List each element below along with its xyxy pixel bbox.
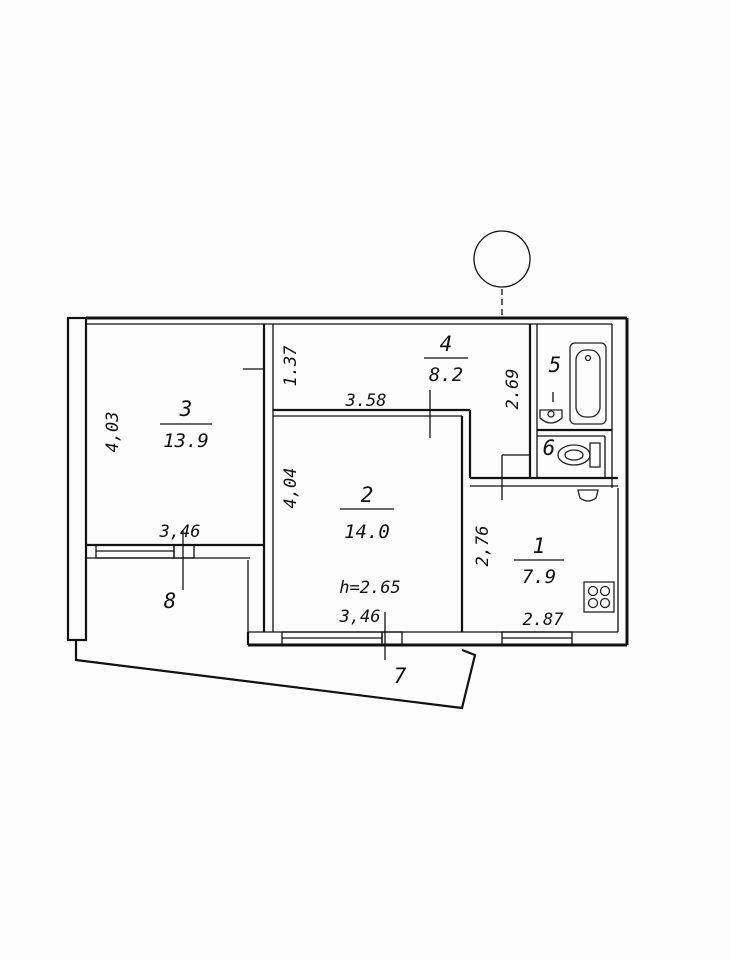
toilet-icon [557, 442, 601, 468]
dim-room3-width: 3,46 [159, 522, 201, 542]
room-8-number: 8 [164, 589, 177, 613]
ceiling-height: h=2.65 [339, 578, 400, 598]
dimension-labels: 4,03 3,46 1.37 3.58 2.69 4,04 3,46 2,76 … [103, 345, 564, 630]
dim-room3-height: 4,03 [103, 412, 123, 453]
bathtub-icon [569, 342, 607, 425]
room-3-number: 3 [179, 397, 193, 421]
interior-walls [86, 324, 618, 632]
dim-kitchen-height: 2,76 [473, 526, 493, 567]
room-labels: 3 13.9 4 8.2 2 14.0 1 7.9 5 6 7 8 h=2.65 [160, 332, 564, 688]
room-2-area: 14.0 [344, 521, 390, 543]
room-3-area: 13.9 [163, 430, 209, 452]
dim-room2-width: 3,46 [339, 607, 381, 627]
dim-hall-height: 2.69 [503, 369, 523, 410]
room-1-area: 7.9 [522, 566, 556, 588]
stove-icon [583, 581, 615, 613]
room-5-number: 5 [549, 353, 562, 377]
room-2-number: 2 [361, 483, 374, 507]
room-6-number: 6 [543, 436, 556, 460]
windows [95, 544, 573, 646]
room-4-area: 8.2 [429, 364, 463, 386]
room-7-number: 7 [394, 664, 407, 688]
orientation-circle [473, 230, 531, 288]
balcony-outline [74, 640, 477, 710]
dim-corridor-width: 1.37 [281, 345, 301, 387]
kitchen-sink-icon [577, 489, 599, 502]
door-marks [182, 368, 554, 660]
dim-room2-height: 4,04 [281, 468, 301, 509]
room-4-number: 4 [440, 332, 453, 356]
sink-icon [539, 409, 563, 424]
dim-kitchen-width: 2.87 [523, 610, 565, 630]
left-outer-wall [66, 316, 88, 642]
room-1-number: 1 [533, 534, 546, 558]
dim-hall-length: 3.58 [345, 391, 387, 411]
